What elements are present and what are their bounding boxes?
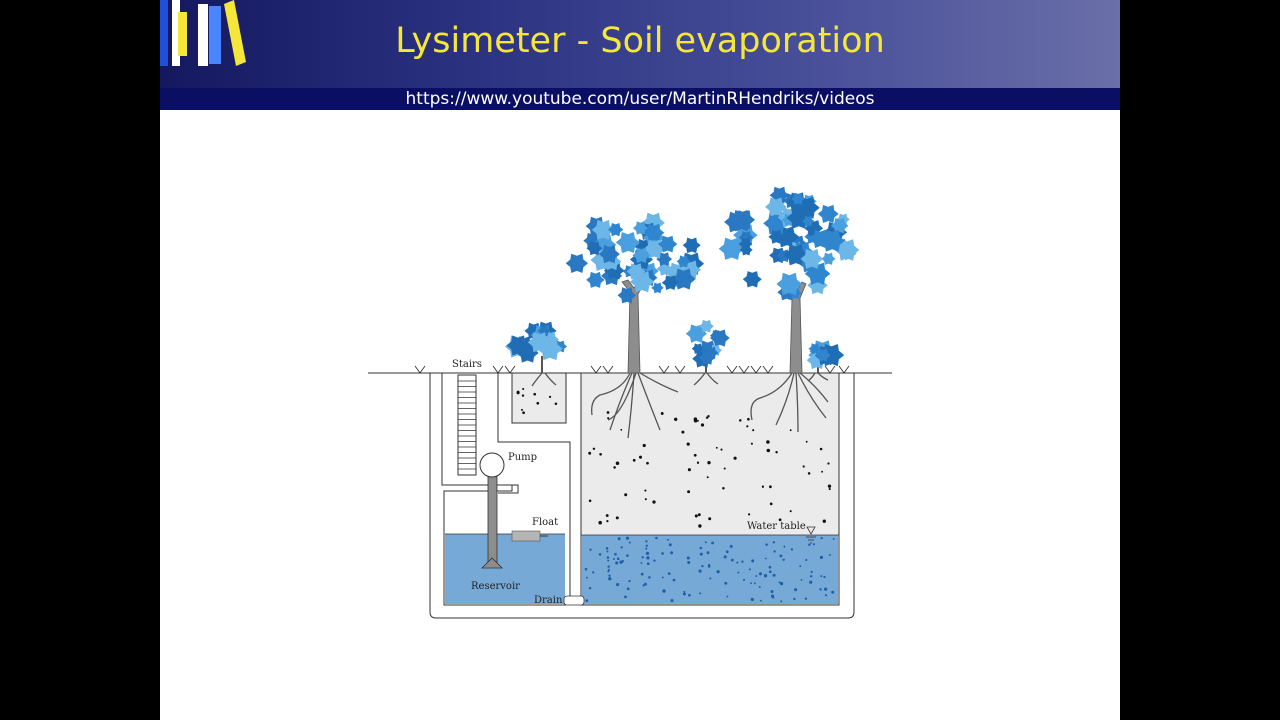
sample-particles [516,387,558,415]
water-table-label: Water table [747,521,806,532]
slide-title: Lysimeter - Soil evaporation [395,21,885,61]
small-tree-right [806,340,845,373]
lysimeter-diagram: Stairs Pump Float Reservoir Drain Water … [368,186,892,619]
float-icon [511,530,548,542]
stairs [441,373,513,498]
drain-label: Drain [534,595,563,606]
small-tree-left [504,321,568,373]
drain-pipe-icon [563,595,585,606]
grass-tufts [414,365,850,374]
reservoir-water [445,534,565,604]
books-logo-icon [160,0,246,66]
pit-outline [429,373,855,619]
reservoir-wall [443,498,566,606]
large-tree-left [565,212,705,374]
url-bar: https://www.youtube.com/user/MartinRHend… [160,88,1120,110]
float-label: Float [532,517,558,528]
small-tree-middle [685,319,730,373]
soil-particles [588,411,832,528]
sample-box [511,372,567,424]
large-tree-right [718,186,860,374]
youtube-url[interactable]: https://www.youtube.com/user/MartinRHend… [405,89,875,109]
water-particles [584,536,835,603]
slide: Lysimeter - Soil evaporation https://www… [160,0,1120,720]
access-corridor [497,373,571,605]
stairs-label: Stairs [452,359,482,370]
tree-roots [531,372,829,439]
slide-header: Lysimeter - Soil evaporation [160,0,1120,88]
pump-icon [479,452,519,569]
water-table-icon [806,526,816,544]
saturated-zone [582,535,838,604]
reservoir-label: Reservoir [471,581,520,592]
pump-label: Pump [508,452,537,463]
